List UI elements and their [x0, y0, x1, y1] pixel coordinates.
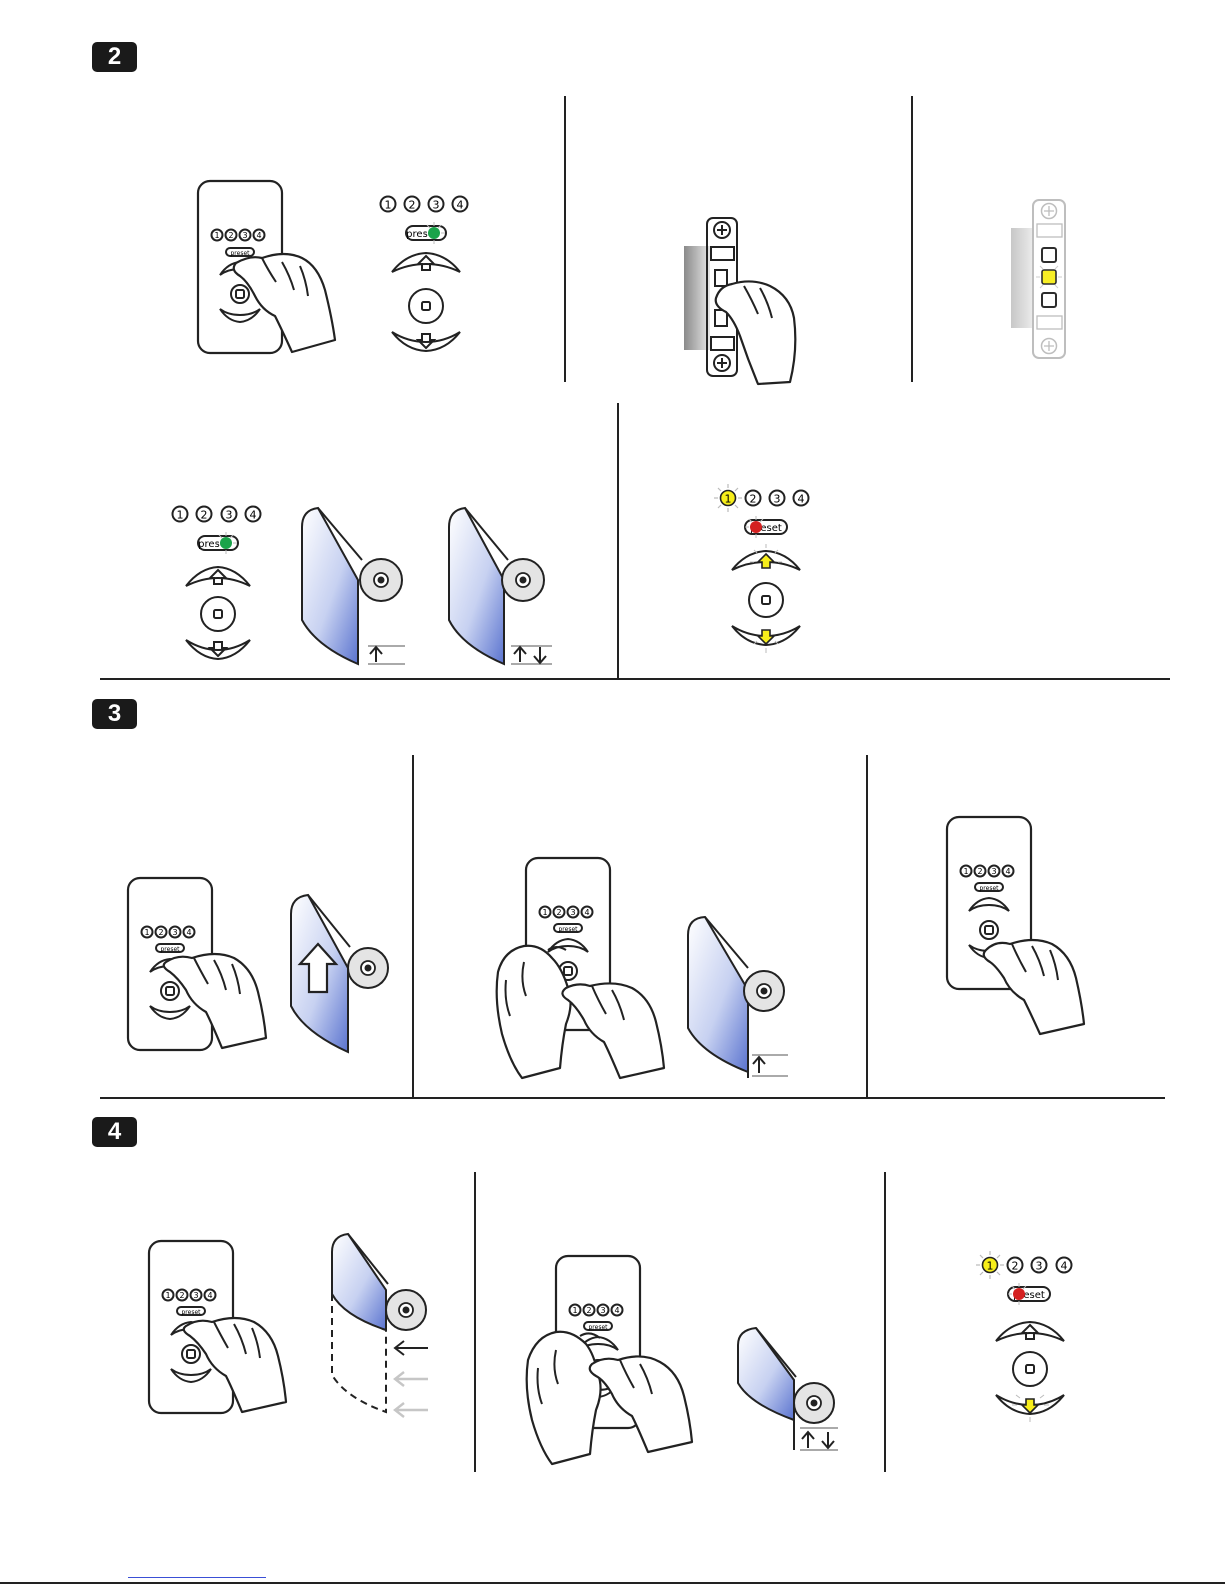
svg-text:preset: preset	[181, 1309, 201, 1316]
svg-text:1: 1	[542, 908, 547, 917]
svg-text:3: 3	[570, 908, 575, 917]
svg-text:4: 4	[1061, 1260, 1068, 1273]
roller-shade-icon	[302, 508, 405, 664]
hand-icon	[527, 1332, 601, 1464]
svg-text:4: 4	[207, 1291, 212, 1300]
svg-text:3: 3	[172, 928, 177, 937]
roller-shade-icon	[332, 1234, 428, 1417]
svg-text:4: 4	[250, 509, 257, 522]
up-arrow-icon	[802, 1432, 814, 1448]
svg-text:2: 2	[179, 1291, 184, 1300]
svg-text:4: 4	[798, 493, 805, 506]
svg-text:2: 2	[977, 867, 982, 876]
svg-text:3: 3	[991, 867, 996, 876]
down-arrow-icon	[822, 1432, 834, 1448]
roller-shade-icon	[688, 917, 788, 1078]
svg-text:3: 3	[433, 199, 440, 212]
remote-closeup: 1 2 3 4 preset	[976, 1251, 1072, 1422]
svg-text:2: 2	[586, 1306, 591, 1315]
svg-text:1: 1	[177, 509, 184, 522]
svg-text:preset: preset	[558, 926, 578, 933]
remote-closeup: 1 2 3 4 preset	[381, 197, 468, 352]
up-arrow-icon	[370, 647, 382, 662]
roller-shade-icon	[738, 1328, 838, 1450]
svg-text:3: 3	[193, 1291, 198, 1300]
svg-text:4: 4	[614, 1306, 619, 1315]
svg-text:2: 2	[750, 493, 757, 506]
svg-text:2: 2	[158, 928, 163, 937]
up-arrow-icon	[753, 1057, 765, 1073]
svg-text:preset: preset	[160, 946, 180, 953]
remote-closeup: 1 2 3 4 preset	[173, 507, 261, 660]
svg-text:preset: preset	[979, 885, 999, 892]
svg-text:preset: preset	[588, 1324, 608, 1331]
svg-text:4: 4	[186, 928, 191, 937]
svg-text:2: 2	[1012, 1260, 1019, 1273]
svg-text:4: 4	[584, 908, 589, 917]
svg-text:1: 1	[144, 928, 149, 937]
svg-text:1: 1	[963, 867, 968, 876]
svg-text:3: 3	[1036, 1260, 1043, 1273]
svg-text:1: 1	[165, 1291, 170, 1300]
svg-text:1: 1	[725, 493, 732, 506]
svg-text:3: 3	[226, 509, 233, 522]
svg-text:preset: preset	[230, 250, 250, 257]
svg-text:3: 3	[242, 231, 247, 240]
remote-closeup: 1 2 3 4 preset	[714, 484, 809, 653]
svg-text:1: 1	[572, 1306, 577, 1315]
up-arrow-icon	[514, 647, 526, 662]
svg-text:3: 3	[600, 1306, 605, 1315]
svg-text:2: 2	[201, 509, 208, 522]
svg-text:3: 3	[774, 493, 781, 506]
svg-text:2: 2	[556, 908, 561, 917]
svg-text:4: 4	[256, 231, 261, 240]
svg-text:1: 1	[987, 1260, 994, 1273]
svg-text:1: 1	[385, 199, 392, 212]
down-arrow-icon	[534, 647, 546, 663]
svg-text:2: 2	[409, 199, 416, 212]
svg-text:4: 4	[457, 199, 464, 212]
svg-text:2: 2	[228, 231, 233, 240]
roller-shade-icon	[449, 508, 552, 664]
motor-bracket-icon	[1011, 200, 1065, 358]
svg-text:4: 4	[1005, 867, 1010, 876]
svg-text:1: 1	[214, 231, 219, 240]
roller-shade-icon	[291, 895, 388, 1052]
